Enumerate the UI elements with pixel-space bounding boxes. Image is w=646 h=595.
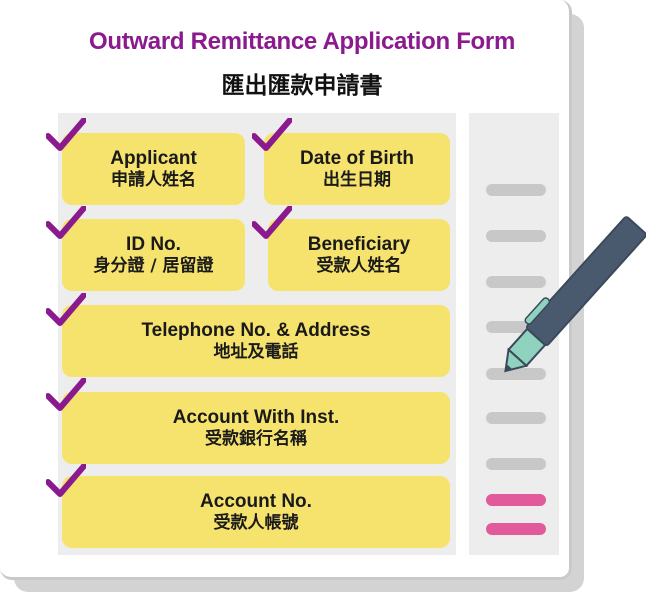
- field-label-zh: 受款人帳號: [213, 513, 299, 534]
- applicant-field: Applicant 申請人姓名: [62, 133, 245, 205]
- signature-line: [486, 276, 546, 288]
- field-label-en: ID No.: [126, 233, 181, 255]
- signature-line: [486, 230, 546, 242]
- beneficiary-field: Beneficiary 受款人姓名: [268, 219, 450, 291]
- highlight-line: [486, 494, 546, 506]
- date-of-birth-field: Date of Birth 出生日期: [264, 133, 450, 205]
- checkmark-icon: [46, 378, 86, 411]
- telephone-address-field: Telephone No. & Address 地址及電話: [62, 305, 450, 377]
- checkmark-icon: [46, 293, 86, 326]
- form-title-chinese: 匯出匯款申請書: [221, 73, 383, 99]
- checkmark-icon: [46, 206, 86, 239]
- pen-icon: [504, 216, 646, 373]
- account-number-field: Account No. 受款人帳號: [62, 476, 450, 548]
- field-label-en: Applicant: [110, 147, 197, 169]
- checkmark-icon: [252, 206, 292, 239]
- signature-line: [486, 184, 546, 196]
- field-label-zh: 身分證 / 居留證: [93, 256, 214, 277]
- field-label-en: Telephone No. & Address: [141, 319, 371, 341]
- checkmark-icon: [46, 464, 86, 497]
- signature-line: [486, 368, 546, 380]
- signature-line: [486, 412, 546, 424]
- field-label-zh: 申請人姓名: [111, 170, 196, 191]
- id-number-field: ID No. 身分證 / 居留證: [62, 219, 245, 291]
- highlight-line: [486, 523, 546, 535]
- field-label-en: Account With Inst.: [172, 406, 340, 428]
- field-label-en: Beneficiary: [307, 233, 411, 255]
- account-with-inst-field: Account With Inst. 受款銀行名稱: [62, 392, 450, 464]
- checkmark-icon: [46, 118, 86, 151]
- signature-line: [486, 458, 546, 470]
- form-title-english: Outward Remittance Application Form: [89, 28, 515, 55]
- field-label-en: Date of Birth: [300, 147, 414, 169]
- checkmark-icon: [252, 118, 292, 151]
- field-label-en: Account No.: [200, 490, 312, 512]
- field-label-zh: 受款人姓名: [316, 256, 402, 277]
- field-label-zh: 地址及電話: [213, 342, 299, 363]
- field-label-zh: 出生日期: [323, 170, 391, 191]
- field-label-zh: 受款銀行名稱: [205, 429, 307, 450]
